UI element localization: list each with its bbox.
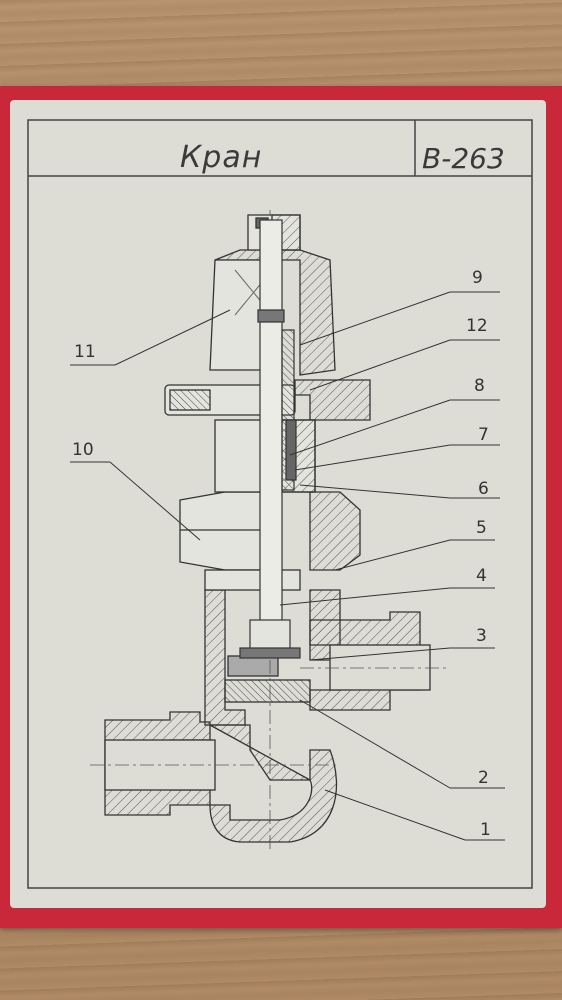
callout-8: 8 [474,376,485,396]
valve-stem [239,219,301,659]
callout-5: 5 [476,518,487,538]
callout-3: 3 [476,626,487,646]
callout-6: 6 [478,479,489,499]
callout-12: 12 [466,316,488,336]
leader-lines [70,291,505,841]
callout-1: 1 [480,820,491,840]
callout-7: 7 [478,425,489,445]
drawing-frame [27,119,533,889]
valve-body [104,589,431,843]
callout-10: 10 [72,440,94,460]
valve-drawing [27,119,533,889]
callout-2: 2 [478,768,489,788]
drawing-title: Кран [180,140,263,175]
drawing-code: В-263 [422,142,505,175]
callout-11: 11 [74,342,96,362]
callout-4: 4 [476,566,487,586]
drawing-sheet: Кран В-263 1 2 3 4 5 6 7 8 9 10 11 12 [10,100,546,908]
callout-9: 9 [472,268,483,288]
